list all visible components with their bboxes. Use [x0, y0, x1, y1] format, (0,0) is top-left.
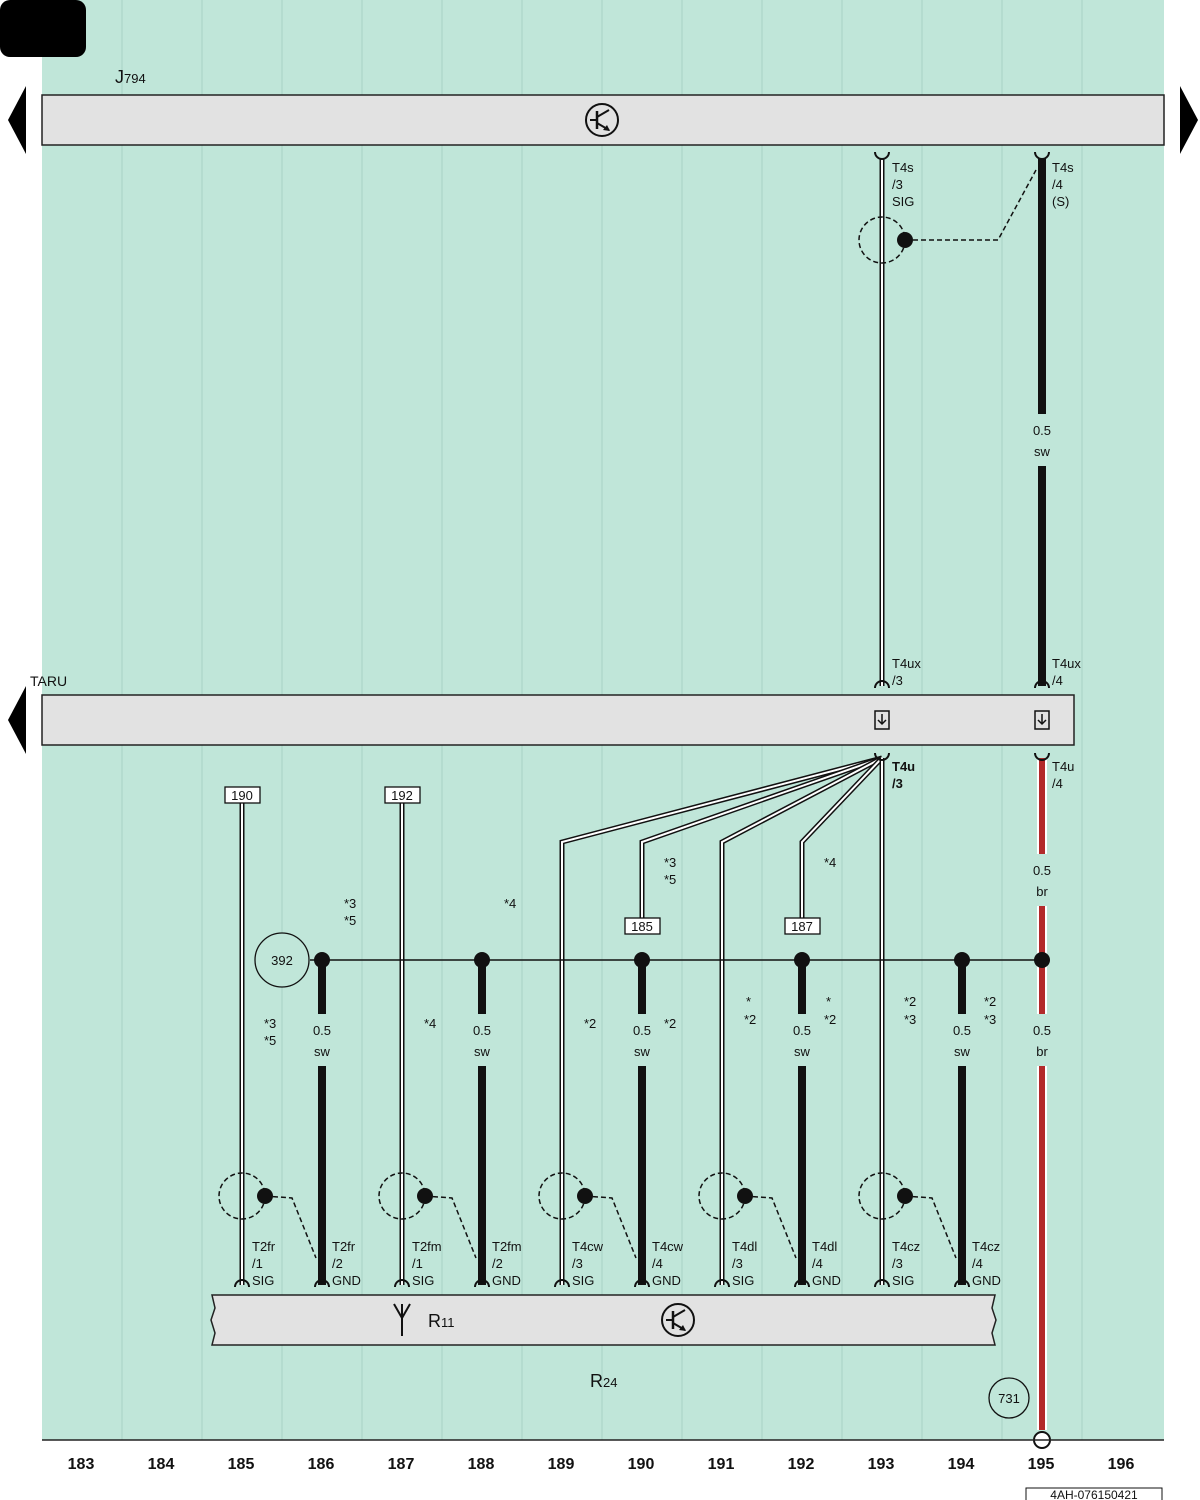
note: *4: [424, 1016, 436, 1031]
transistor-icon: [661, 1303, 695, 1337]
signal-fanout: [559, 755, 885, 1285]
ground-wires: [318, 960, 966, 1285]
screw-connector-icon: [874, 710, 890, 730]
reference-circle-731[interactable]: 731: [988, 1377, 1030, 1419]
column-number: 184: [148, 1456, 175, 1473]
taru-component: [41, 694, 1075, 746]
signal-wires-185-187: [239, 803, 405, 1285]
triangle-right-icon[interactable]: [1180, 86, 1198, 154]
reference-box-185[interactable]: 185: [624, 917, 661, 935]
column-numbers: 183 184 185 186 187 188 189 190 191 192 …: [68, 1456, 1135, 1473]
column-number: 186: [308, 1456, 335, 1473]
svg-text:187: 187: [791, 919, 813, 934]
taru-label: TARU: [30, 673, 67, 689]
pin-label: T4s/4(S): [1052, 160, 1074, 209]
triangle-left-icon[interactable]: [8, 86, 26, 154]
screw-connector-icon: [1034, 710, 1050, 730]
j794-label: J794: [115, 67, 146, 87]
pin-label: T4u/4: [1052, 759, 1074, 791]
pin-label: T4ux/4: [1052, 656, 1081, 688]
svg-text:731: 731: [998, 1391, 1020, 1406]
connector-cups: [234, 151, 1050, 1288]
note: *2*3: [984, 994, 996, 1027]
column-number: 187: [388, 1456, 415, 1473]
doc-id: 4AH-076150421: [1050, 1488, 1138, 1500]
reference-circle-392[interactable]: 392: [254, 932, 310, 988]
note: *2: [584, 1016, 596, 1031]
column-number: 191: [708, 1456, 735, 1473]
svg-text:392: 392: [271, 953, 293, 968]
column-number: 189: [548, 1456, 575, 1473]
note: *2: [664, 1016, 676, 1031]
note: *3*5: [264, 1016, 276, 1048]
r11-label: R11: [428, 1311, 455, 1331]
note: **2: [824, 994, 836, 1027]
note: **2: [744, 994, 756, 1027]
doc-id-box: [1025, 1487, 1163, 1500]
r24-label: R24: [590, 1371, 617, 1391]
column-number: 188: [468, 1456, 495, 1473]
reference-box-192[interactable]: 192: [384, 786, 421, 804]
column-number: 194: [948, 1456, 975, 1473]
column-number: 196: [1108, 1456, 1135, 1473]
svg-text:190: 190: [231, 788, 253, 803]
note: *3*5: [664, 855, 676, 887]
note: *3*5: [344, 896, 356, 928]
svg-text:185: 185: [631, 919, 653, 934]
reference-box-190[interactable]: 190: [224, 786, 261, 804]
shield-dots: [257, 232, 913, 1204]
column-number: 185: [228, 1456, 255, 1473]
r11-component: [210, 1294, 997, 1346]
note: *2*3: [904, 994, 916, 1027]
note: *4: [504, 896, 516, 911]
column-number: 195: [1028, 1456, 1055, 1473]
page-tab: [0, 0, 86, 57]
variant-notes: *3*5 *4 *3*5 *4 *3*5 *4 *2 *2 **2 **2 *2…: [264, 855, 996, 1048]
reference-box-187[interactable]: 187: [784, 917, 821, 935]
column-number: 190: [628, 1456, 655, 1473]
column-number: 192: [788, 1456, 815, 1473]
antenna-icon: [393, 1303, 411, 1336]
note: *4: [824, 855, 836, 870]
svg-text:192: 192: [391, 788, 413, 803]
pin-label: T4ux/3: [892, 656, 921, 688]
pin-label: T4u/3: [892, 759, 915, 791]
triangle-left-icon[interactable]: [8, 686, 26, 754]
bus-junctions: [314, 952, 1050, 968]
transistor-icon: [585, 103, 619, 137]
column-number: 183: [68, 1456, 95, 1473]
j794-component: [41, 94, 1165, 146]
column-number: 193: [868, 1456, 895, 1473]
